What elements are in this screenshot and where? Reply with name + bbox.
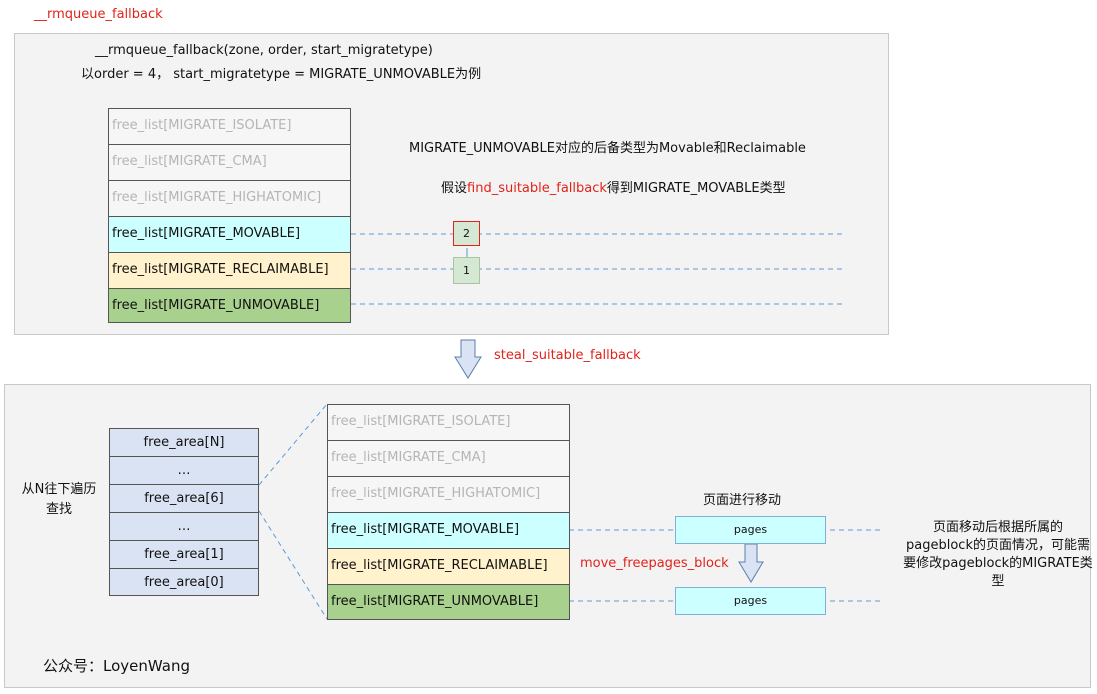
expand-line-top [258,403,328,486]
free-area-ellipsis-2: … [109,512,259,541]
bottom-list-highatomic: free_list[MIGRATE_HIGHATOMIC] [327,476,570,513]
top-list-unmovable: free_list[MIGRATE_UNMOVABLE] [108,288,351,323]
move-arrow-icon [738,543,764,583]
find-fallback-note: 假设find_suitable_fallback得到MIGRATE_MOVABL… [441,177,786,196]
free-area-6: free_area[6] [109,484,259,513]
move-pages-title: 页面进行移动 [703,493,782,508]
bottom-list-isolate: free_list[MIGRATE_ISOLATE] [327,404,570,441]
top-list-isolate: free_list[MIGRATE_ISOLATE] [108,108,351,145]
free-area-0: free_area[0] [109,568,259,596]
note-prefix: 假设 [441,181,468,196]
call-signature: __rmqueue_fallback(zone, order, start_mi… [95,43,433,58]
search-direction-text: 从N往下遍历查找 [21,482,97,517]
pages-box-unmovable: pages [675,587,826,615]
find-suitable-fallback-label: find_suitable_fallback [467,181,607,196]
bottom-list-unmovable: free_list[MIGRATE_UNMOVABLE] [327,584,570,620]
bottom-list-movable: free_list[MIGRATE_MOVABLE] [327,512,570,549]
note-suffix: 得到MIGRATE_MOVABLE类型 [606,181,786,196]
top-list-reclaimable: free_list[MIGRATE_RECLAIMABLE] [108,252,351,289]
move-freepages-block-label: move_freepages_block [580,556,729,571]
free-area-1: free_area[1] [109,540,259,569]
pages-box-movable: pages [675,516,826,544]
top-list-movable: free_list[MIGRATE_MOVABLE] [108,216,351,253]
marker-movable-2: 2 [453,221,480,246]
section-title: __rmqueue_fallback [34,7,163,22]
free-area-ellipsis-1: … [109,456,259,485]
bottom-list-cma: free_list[MIGRATE_CMA] [327,440,570,477]
steal-suitable-fallback-label: steal_suitable_fallback [494,348,641,363]
migrate-type-note: 页面移动后根据所属的pageblock的页面情况，可能需要修改pageblock… [903,520,1093,589]
top-list-cma: free_list[MIGRATE_CMA] [108,144,351,181]
bottom-list-reclaimable: free_list[MIGRATE_RECLAIMABLE] [327,548,570,585]
example-params: 以order = 4， start_migratetype = MIGRATE_… [81,67,482,82]
top-list-highatomic: free_list[MIGRATE_HIGHATOMIC] [108,180,351,217]
transition-arrow-icon [454,339,482,379]
expand-line-bottom [258,510,328,620]
free-area-n: free_area[N] [109,428,259,457]
marker-reclaimable-1: 1 [453,257,480,284]
watermark: 公众号：LoyenWang [43,657,190,675]
fallback-note: MIGRATE_UNMOVABLE对应的后备类型为Movable和Reclaim… [409,141,806,156]
